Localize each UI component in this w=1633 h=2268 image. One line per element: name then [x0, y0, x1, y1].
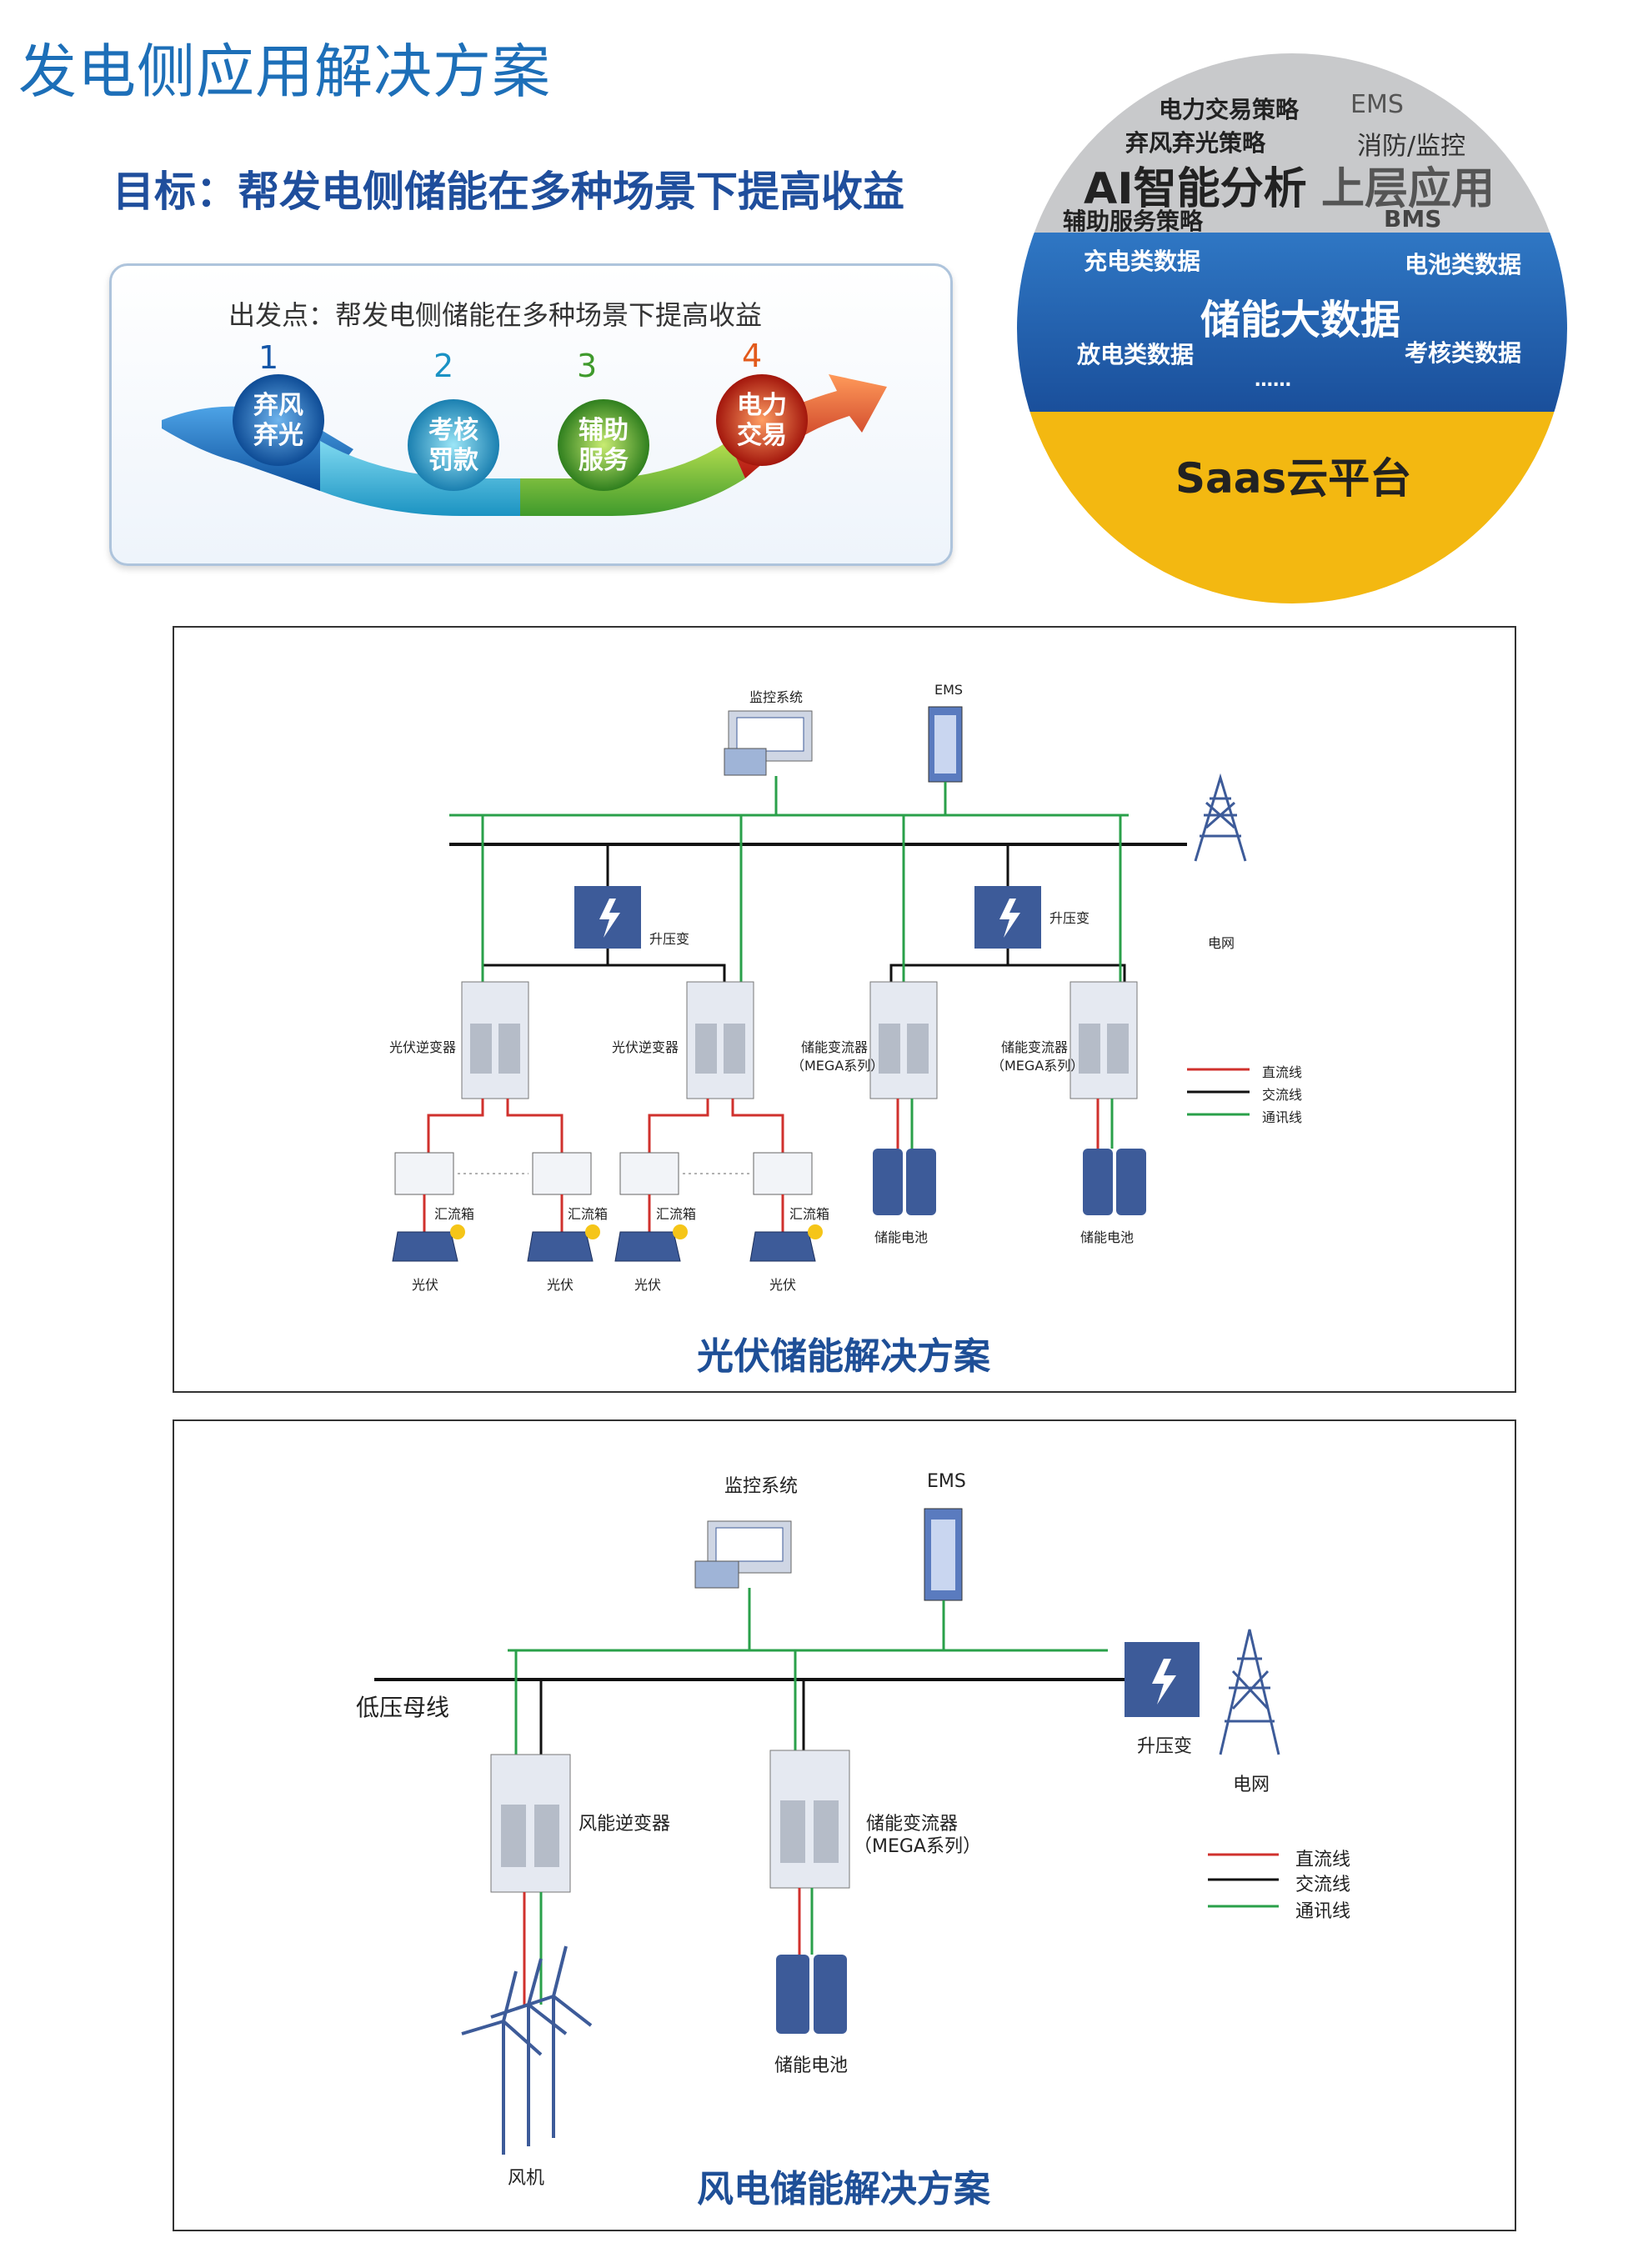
saas-band: [1017, 412, 1567, 603]
charge-data: 充电类数据: [1084, 248, 1201, 275]
aux-strategy: 辅助服务策略: [1063, 208, 1204, 235]
pv-transformer-2-label: 升压变: [1049, 910, 1090, 926]
wind-grid-label: 电网: [1233, 1775, 1270, 1795]
wind-battery-label: 储能电池: [774, 2055, 849, 2076]
wind-legend-comm: 通讯线: [1295, 1901, 1351, 1922]
pv-monitor-label: 监控系统: [749, 689, 804, 705]
ai-analysis: AI智能分析: [1084, 164, 1307, 214]
pv-combiner-3-label: 汇流箱: [656, 1206, 697, 1222]
pv-transformer-1-label: 升压变: [649, 931, 690, 947]
pv-inverter-2-label: 光伏逆变器: [612, 1039, 679, 1055]
process-panel: 出发点：帮发电侧储能在多种场景下提高收益 1 弃风 弃光 2 考核 罚款 3 辅…: [109, 263, 953, 566]
step-3-line2: 服务: [579, 446, 629, 475]
pv-panel-1-label: 光伏: [412, 1277, 439, 1293]
big-data: 储能大数据: [1200, 297, 1401, 343]
page-title: 发电侧应用解决方案: [18, 38, 551, 106]
wind-inverter-label: 风能逆变器: [579, 1814, 671, 1835]
upper-layer-band: [1017, 53, 1567, 233]
wind-bus-label: 低压母线: [356, 1694, 450, 1721]
wind-pcs-label: 储能变流器: [866, 1814, 959, 1835]
pv-inverter-1-label: 光伏逆变器: [389, 1039, 457, 1055]
step-3-line1: 辅助: [579, 416, 629, 445]
pv-legend-dc: 直流线: [1262, 1064, 1303, 1080]
saas-platform: Saas云平台: [1175, 454, 1412, 503]
discharge-data: 放电类数据: [1077, 341, 1195, 368]
pv-pcs-2-series: （MEGA系列）: [991, 1058, 1084, 1074]
pv-panel-3-label: 光伏: [634, 1277, 662, 1293]
wind-legend-ac: 交流线: [1295, 1875, 1351, 1895]
assess-data: 考核类数据: [1405, 339, 1522, 367]
wind-diagram-drawing: [374, 1508, 1280, 2155]
more-dots: ……: [1255, 370, 1291, 391]
pv-legend-ac: 交流线: [1262, 1087, 1303, 1103]
pv-combiner-4-label: 汇流箱: [789, 1206, 830, 1222]
step-4-line2: 交易: [737, 421, 787, 450]
wind-legend-dc: 直流线: [1295, 1850, 1351, 1870]
data-platform-circle: 电力交易策略 EMS 弃风弃光策略 消防/监控 AI智能分析 上层应用 辅助服务…: [1017, 53, 1567, 603]
wind-monitor-label: 监控系统: [724, 1476, 799, 1497]
pv-panel-2-label: 光伏: [547, 1277, 574, 1293]
fire-monitor: 消防/监控: [1357, 132, 1466, 161]
step-4-number: 4: [742, 338, 763, 374]
upper-app: 上层应用: [1321, 164, 1495, 214]
wind-pcs-series: （MEGA系列）: [854, 1836, 981, 1857]
pv-legend-comm: 通讯线: [1262, 1109, 1303, 1125]
step-1-number: 1: [258, 339, 279, 376]
pv-battery-2-label: 储能电池: [1080, 1229, 1135, 1245]
pv-ems-label: EMS: [934, 682, 964, 698]
pv-battery-1-label: 储能电池: [874, 1229, 929, 1245]
step-2-line2: 罚款: [428, 446, 478, 475]
step-4-line1: 电力: [737, 391, 787, 420]
process-caption: 出发点：帮发电侧储能在多种场景下提高收益: [228, 299, 763, 331]
pv-grid-label: 电网: [1208, 935, 1235, 951]
ems-text: EMS: [1350, 90, 1404, 119]
bms-text: BMS: [1384, 205, 1442, 233]
wind-ems-label: EMS: [927, 1471, 966, 1492]
process-arrow: [162, 374, 887, 516]
pv-pcs-1-label: 储能变流器: [801, 1039, 869, 1055]
big-data-band: [1017, 233, 1567, 412]
pv-diagram-drawing: [392, 706, 1250, 1262]
step-1-line1: 弃风: [253, 391, 303, 420]
wind-transformer-label: 升压变: [1137, 1736, 1193, 1757]
battery-data: 电池类数据: [1405, 251, 1522, 278]
wind-turbine-label: 风机: [508, 2168, 545, 2189]
pv-combiner-1-label: 汇流箱: [434, 1206, 475, 1222]
pv-pcs-1-series: （MEGA系列）: [791, 1058, 884, 1074]
pv-combiner-2-label: 汇流箱: [568, 1206, 609, 1222]
step-2-number: 2: [433, 348, 454, 384]
step-2-line1: 考核: [428, 416, 478, 445]
goal-heading: 目标：帮发电侧储能在多种场景下提高收益: [113, 168, 904, 216]
pv-solution-diagram: 监控系统 EMS 电网 升压变 升压变 光伏逆变器 光伏逆变器 储能变流器 （M…: [173, 626, 1516, 1393]
pv-solution-title: 光伏储能解决方案: [697, 1335, 990, 1378]
power-trade-strategy: 电力交易策略: [1159, 96, 1300, 123]
wind-solution-diagram: 监控系统 EMS 低压母线 升压变 电网 风能逆变器 储能变流器 （MEGA系列…: [173, 1419, 1516, 2231]
step-1-line2: 弃光: [253, 421, 303, 450]
pv-panel-4-label: 光伏: [769, 1277, 797, 1293]
step-3-number: 3: [577, 348, 598, 384]
wind-solution-title: 风电储能解决方案: [697, 2168, 990, 2210]
curtail-strategy: 弃风弃光策略: [1125, 129, 1266, 157]
pv-pcs-2-label: 储能变流器: [1001, 1039, 1069, 1055]
